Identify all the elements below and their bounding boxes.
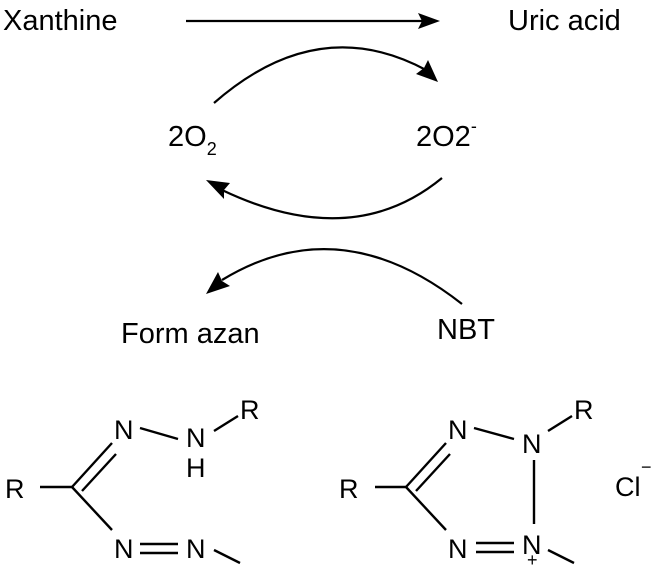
- tetrazolium-plus-charge: +: [527, 550, 538, 568]
- oxygen-label: 2O2: [168, 121, 217, 159]
- nbt-label: NBT: [437, 314, 495, 346]
- tetrazolium-r-left: R: [339, 474, 359, 504]
- oxygen-to-superoxide-arrow: [213, 46, 438, 104]
- formazan-n-top-right: N: [186, 423, 206, 453]
- formazan-h: H: [186, 453, 206, 483]
- uric-acid-label: Uric acid: [508, 5, 621, 37]
- tetrazolium-structure: R R N N N N + Cl −: [339, 395, 652, 568]
- formazan-n-top-left: N: [114, 415, 134, 445]
- xanthine-to-uric-acid-arrow: [186, 13, 440, 29]
- xanthine-label: Xanthine: [3, 5, 118, 37]
- formazan-structure: R R N N H N N: [5, 395, 260, 565]
- formazan-r-top: R: [240, 395, 260, 425]
- superoxide-label: 2O2-: [416, 116, 477, 153]
- tetrazolium-n-bottom-right: N: [522, 530, 542, 560]
- chloride-charge: −: [641, 457, 652, 477]
- formazan-label: Form azan: [121, 318, 260, 350]
- tetrazolium-n-bottom-left: N: [448, 534, 468, 564]
- tetrazolium-r-top: R: [574, 395, 594, 425]
- nbt-to-formazan-arrow: [206, 248, 463, 305]
- tetrazolium-n-top-right: N: [522, 429, 542, 459]
- superoxide-to-oxygen-arrow: [206, 177, 443, 220]
- formazan-r-left: R: [5, 474, 25, 504]
- formazan-n-bottom-right: N: [186, 534, 206, 564]
- formazan-n-bottom-left: N: [114, 534, 134, 564]
- tetrazolium-n-top-left: N: [448, 415, 468, 445]
- chloride-label: Cl: [615, 472, 641, 502]
